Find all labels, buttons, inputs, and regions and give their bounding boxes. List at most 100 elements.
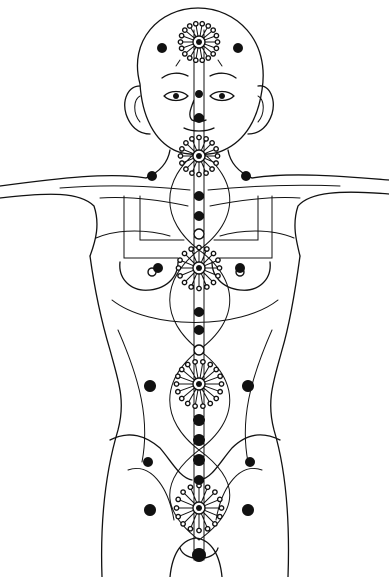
node-dot-icon bbox=[193, 414, 205, 426]
lotus-petal-tip bbox=[218, 497, 222, 501]
lotus-petal-tip bbox=[184, 167, 188, 171]
lotus-petal-tip bbox=[205, 485, 209, 489]
torso-left bbox=[90, 256, 121, 577]
node-dot-icon bbox=[194, 191, 204, 201]
lotus-petal-stroke bbox=[189, 388, 197, 401]
right-arm-lower bbox=[295, 192, 389, 256]
lotus-petal-tip bbox=[210, 141, 214, 145]
left-arm-lower bbox=[0, 194, 97, 256]
lotus-petal-tip bbox=[193, 404, 197, 408]
side-node-dot-icon bbox=[157, 43, 167, 53]
chakra-lotus-icon bbox=[178, 22, 219, 63]
lotus-petal-tip bbox=[216, 258, 220, 262]
node-dot-icon bbox=[194, 307, 204, 317]
lotus-petal-tip bbox=[197, 245, 201, 249]
left-arm-upper bbox=[0, 176, 146, 186]
node-dot-icon bbox=[194, 345, 204, 355]
lotus-petal-tip bbox=[193, 360, 197, 364]
node-dot-icon bbox=[193, 434, 205, 446]
node-dot-icon bbox=[194, 113, 204, 123]
lotus-petal-tip bbox=[176, 514, 180, 518]
lotus-petal-tip bbox=[174, 506, 178, 510]
head-outline bbox=[137, 8, 263, 155]
lotus-petal-tip bbox=[210, 167, 214, 171]
lotus-petal-tip bbox=[200, 58, 204, 62]
lotus-petal-tip bbox=[197, 172, 201, 176]
lotus-petal-tip bbox=[211, 28, 215, 32]
side-node-dot-icon bbox=[147, 171, 157, 181]
lotus-petal-tip bbox=[211, 52, 215, 56]
lotus-petal-tip bbox=[208, 401, 212, 405]
lotus-core bbox=[196, 505, 202, 511]
lotus-petal-stroke bbox=[189, 367, 197, 380]
lotus-petal-tip bbox=[205, 285, 209, 289]
lotus-petal-tip bbox=[184, 141, 188, 145]
node-dot-icon bbox=[194, 325, 204, 335]
lotus-petal-tip bbox=[204, 171, 208, 175]
side-node-dot-icon bbox=[242, 380, 254, 392]
lotus-petal-tip bbox=[214, 161, 218, 165]
lotus-core bbox=[196, 381, 202, 387]
lotus-petal-tip bbox=[201, 360, 205, 364]
lotus-petal-tip bbox=[178, 40, 182, 44]
lotus-petal-tip bbox=[214, 367, 218, 371]
lotus-petal-tip bbox=[200, 22, 204, 26]
side-node-dot-icon bbox=[235, 263, 245, 273]
lotus-petal-tip bbox=[211, 280, 215, 284]
node-dot-icon bbox=[194, 211, 204, 221]
lotus-petal-tip bbox=[176, 374, 180, 378]
left-eyebrow bbox=[162, 73, 188, 78]
side-node-dot-icon bbox=[144, 504, 156, 516]
lotus-petal-stroke bbox=[200, 364, 203, 379]
right-eyebrow bbox=[210, 73, 236, 78]
lotus-petal-tip bbox=[218, 389, 222, 393]
lotus-petal-tip bbox=[183, 28, 187, 32]
lotus-petal-tip bbox=[206, 24, 210, 28]
lotus-petal-tip bbox=[197, 135, 201, 139]
lotus-petal-tip bbox=[176, 497, 180, 501]
side-node-dot-icon bbox=[242, 504, 254, 516]
lotus-petal-tip bbox=[194, 58, 198, 62]
shoulder-nerve-right bbox=[210, 197, 300, 206]
lotus-petal-tip bbox=[197, 286, 201, 290]
lotus-petal-tip bbox=[186, 362, 190, 366]
forehead-marks bbox=[176, 60, 222, 66]
lotus-petal-tip bbox=[216, 274, 220, 278]
side-node-dot-icon bbox=[143, 457, 153, 467]
node-dot-icon bbox=[194, 475, 204, 485]
lotus-petal-tip bbox=[183, 52, 187, 56]
right-arm-upper bbox=[252, 175, 389, 180]
node-dot-icon bbox=[192, 548, 206, 562]
lotus-petal-tip bbox=[179, 46, 183, 50]
lotus-petal-tip bbox=[219, 382, 223, 386]
lotus-core bbox=[196, 153, 202, 159]
lotus-petal-tip bbox=[214, 46, 218, 50]
lotus-petal-tip bbox=[181, 522, 185, 526]
lotus-petal-tip bbox=[190, 171, 194, 175]
lotus-petal-tip bbox=[219, 506, 223, 510]
lotus-petal-tip bbox=[188, 485, 192, 489]
lotus-petal-tip bbox=[178, 274, 182, 278]
lotus-petal-stroke bbox=[202, 388, 210, 401]
lotus-petal-tip bbox=[197, 528, 201, 532]
pelvis-inner-right bbox=[216, 468, 262, 520]
lotus-petal-tip bbox=[181, 490, 185, 494]
lotus-petal-tip bbox=[194, 22, 198, 26]
side-node-dot-icon bbox=[153, 263, 163, 273]
chakra-lotus-icon bbox=[174, 360, 223, 409]
chest-line-right bbox=[220, 231, 294, 238]
side-node-dot-icon bbox=[245, 457, 255, 467]
node-dot-icon bbox=[194, 229, 204, 239]
left-pupil bbox=[173, 93, 179, 99]
node-dot-icon bbox=[195, 90, 203, 98]
left-ear bbox=[125, 86, 150, 134]
lotus-petal-tip bbox=[215, 40, 219, 44]
torso-right bbox=[271, 256, 300, 577]
cage-right bbox=[218, 196, 272, 258]
side-node-dot-icon bbox=[233, 43, 243, 53]
lotus-petal-tip bbox=[218, 514, 222, 518]
lotus-petal-tip bbox=[206, 56, 210, 60]
lotus-petal-tip bbox=[176, 266, 180, 270]
lotus-petal-tip bbox=[204, 137, 208, 141]
lotus-petal-tip bbox=[208, 362, 212, 366]
